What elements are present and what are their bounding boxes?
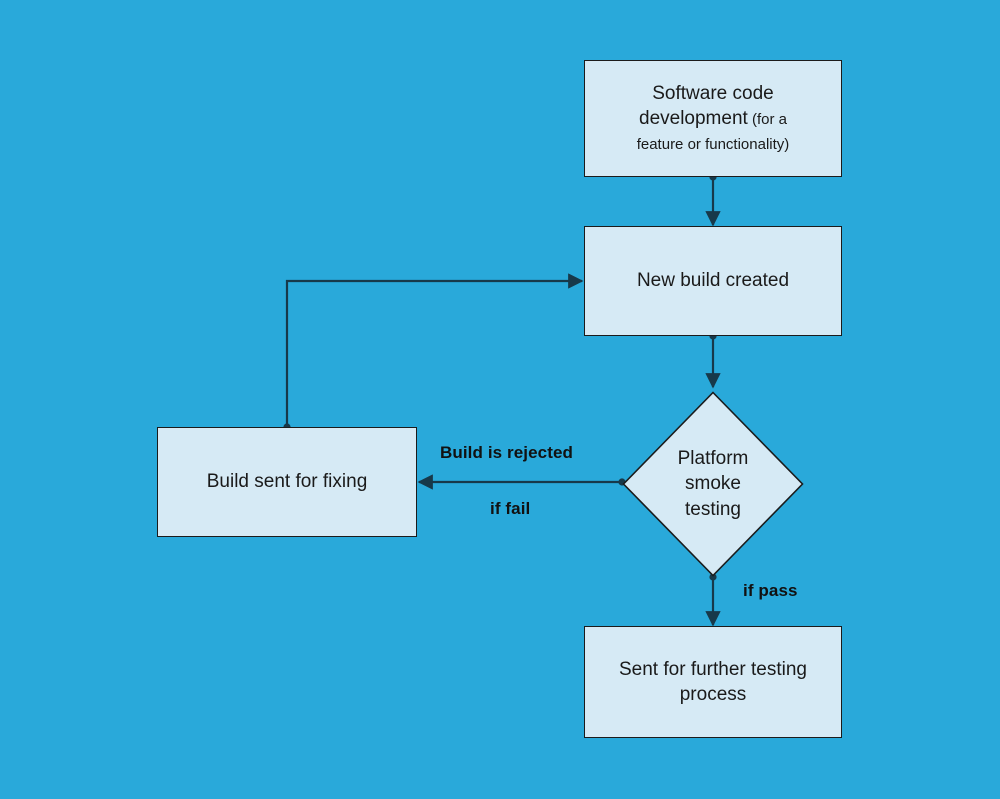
edge-smoke-testing-fail-to-build-fixing (417, 474, 626, 490)
dev-line-2: development (639, 107, 748, 129)
dev-line-2-sub: (for a (747, 110, 787, 128)
node-sent-for-further-testing[interactable]: Sent for further testing process (584, 626, 842, 738)
node-software-code-development[interactable]: Software code development (for a feature… (584, 60, 842, 177)
node-build-sent-for-fixing[interactable]: Build sent for fixing (157, 427, 417, 537)
edge-development-to-new-build (705, 173, 721, 227)
edge-new-build-to-smoke-testing (705, 332, 721, 389)
node-build-sent-for-fixing-label: Build sent for fixing (206, 471, 368, 493)
node-platform-smoke-testing-label: Platform smoke testing (622, 391, 804, 577)
node-platform-smoke-testing[interactable]: Platform smoke testing (622, 391, 804, 577)
further-line-1: Sent for further testing (619, 658, 807, 680)
node-new-build-created-label: New build created (636, 270, 790, 292)
node-new-build-created[interactable]: New build created (584, 226, 842, 336)
node-software-code-development-label: Software code development (for a feature… (627, 81, 800, 156)
edge-smoke-testing-pass-to-further-testing (705, 573, 721, 627)
edge-label-if-fail: if fail (490, 499, 531, 518)
edge-label-if-pass: if pass (743, 581, 798, 600)
dev-line-1: Software code (652, 82, 774, 104)
node-sent-for-further-testing-label: Sent for further testing process (609, 657, 817, 707)
edge-build-fixing-to-new-build-loop (283, 273, 584, 431)
smoke-line-2: smoke (685, 473, 741, 495)
smoke-line-1: Platform (677, 448, 749, 470)
further-line-2: process (679, 684, 747, 705)
edge-label-build-is-rejected: Build is rejected (440, 443, 574, 462)
dev-line-3-sub: feature or functionality) (636, 136, 790, 154)
diamond-shape (622, 391, 804, 577)
smoke-line-3: testing (685, 498, 741, 520)
